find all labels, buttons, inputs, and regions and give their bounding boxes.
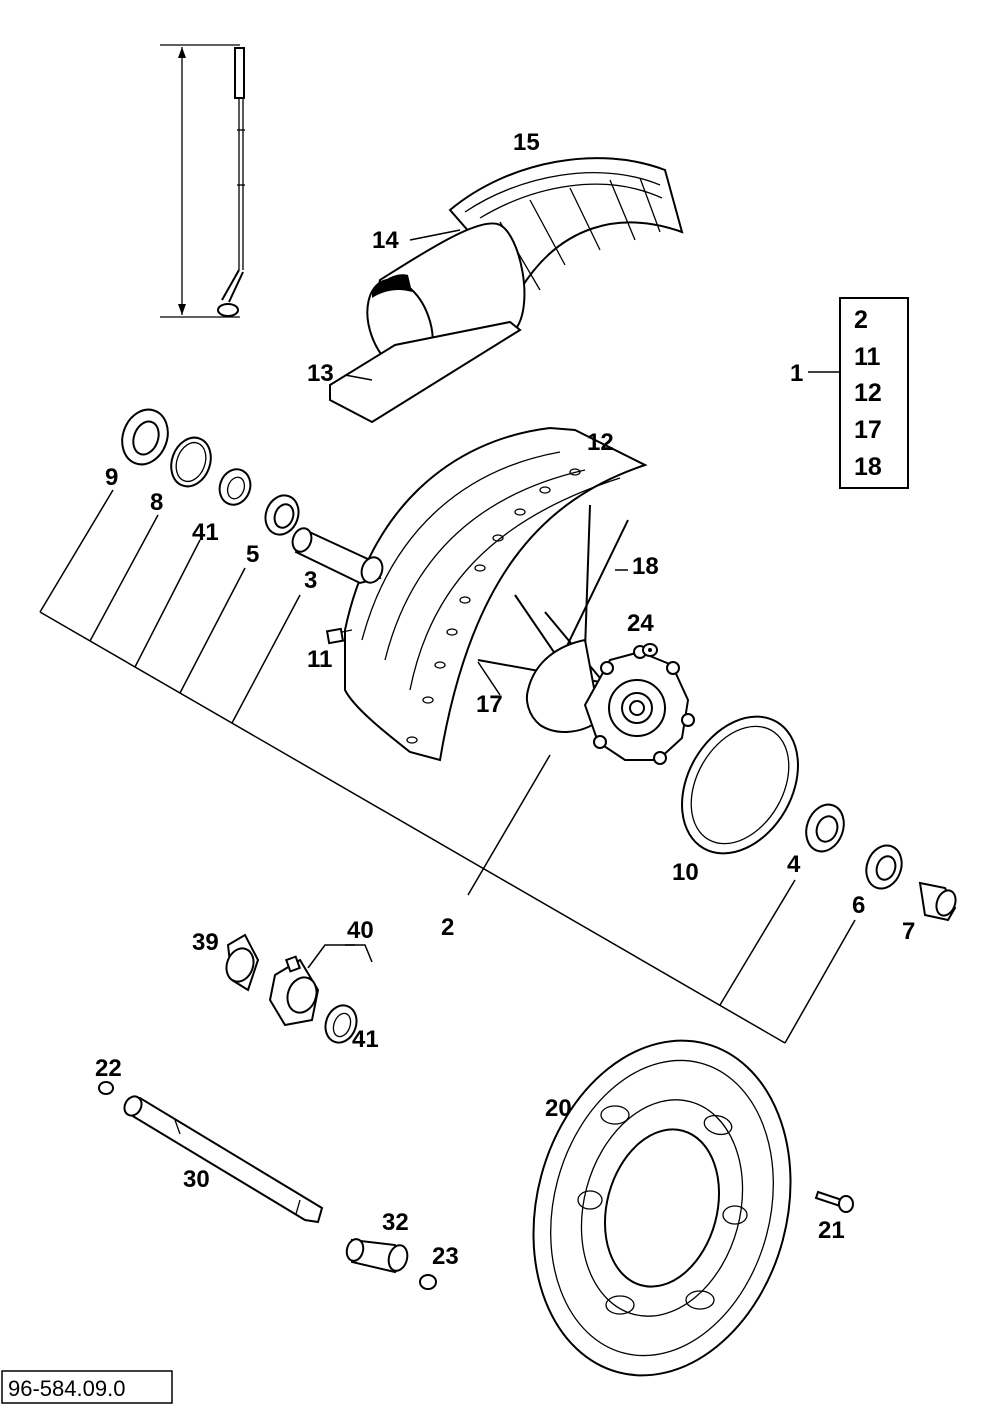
axle-part-30 bbox=[123, 1095, 324, 1224]
callout-41[interactable]: 41 bbox=[192, 519, 219, 546]
tone-wheel-part-10 bbox=[681, 715, 799, 855]
spacer-part-7 bbox=[918, 881, 957, 922]
callout-22[interactable]: 22 bbox=[95, 1055, 122, 1082]
rim-spoke-holes bbox=[406, 468, 581, 744]
leader-lines bbox=[39, 229, 856, 1044]
speedo-drive-part-40 bbox=[268, 955, 320, 1027]
callout-12[interactable]: 12 bbox=[587, 429, 614, 456]
circlip-part-41b bbox=[324, 1004, 358, 1044]
callout-4[interactable]: 4 bbox=[787, 851, 801, 878]
nut-part-22 bbox=[98, 1081, 114, 1095]
shaft-seal-part-9 bbox=[121, 408, 169, 466]
screw-part-21 bbox=[814, 1190, 854, 1213]
spoke-nipple-part-11 bbox=[325, 627, 353, 645]
callout-41b[interactable]: 41 bbox=[352, 1026, 379, 1053]
callout-21[interactable]: 21 bbox=[818, 1217, 845, 1244]
callout-3[interactable]: 3 bbox=[304, 567, 317, 594]
brake-disc-part-20 bbox=[532, 1039, 792, 1377]
bearing-part-4 bbox=[805, 803, 845, 853]
callout-20[interactable]: 20 bbox=[545, 1095, 572, 1122]
circlip-part-41 bbox=[218, 468, 252, 506]
callout-10[interactable]: 10 bbox=[672, 859, 699, 886]
o-ring-part-8 bbox=[170, 436, 212, 488]
rim-part-12 bbox=[344, 426, 648, 762]
hub-part-2 bbox=[525, 638, 695, 765]
assembly-box-item[interactable]: 12 bbox=[854, 379, 882, 407]
spacer-part-32 bbox=[345, 1238, 409, 1274]
assembly-box: 2 11 12 17 18 bbox=[839, 297, 909, 489]
spoke-length-gauge bbox=[160, 44, 245, 318]
callout-40[interactable]: 40 bbox=[347, 917, 374, 944]
shaft-seal-part-6 bbox=[865, 844, 903, 890]
assembly-box-item[interactable]: 17 bbox=[854, 416, 882, 444]
callout-30[interactable]: 30 bbox=[183, 1166, 210, 1193]
callout-8[interactable]: 8 bbox=[150, 489, 163, 516]
assembly-box-item[interactable]: 11 bbox=[854, 343, 881, 371]
callout-2[interactable]: 2 bbox=[441, 914, 454, 941]
doc-number: 96-584.09.0 bbox=[8, 1376, 125, 1401]
callout-9[interactable]: 9 bbox=[105, 464, 118, 491]
drive-part-39 bbox=[225, 933, 260, 992]
callout-6[interactable]: 6 bbox=[852, 892, 865, 919]
nut-part-23 bbox=[419, 1274, 437, 1290]
callout-17[interactable]: 17 bbox=[476, 691, 503, 718]
callout-5[interactable]: 5 bbox=[246, 541, 259, 568]
bearing-part-5 bbox=[264, 494, 300, 536]
callout-7[interactable]: 7 bbox=[902, 918, 915, 945]
assembly-box-item[interactable]: 18 bbox=[854, 453, 882, 481]
callout-1[interactable]: 1 bbox=[790, 360, 803, 387]
disc-carrier-cutouts bbox=[577, 1105, 748, 1315]
assembly-box-item[interactable]: 2 bbox=[854, 306, 868, 334]
doc-number-box: 96-584.09.0 bbox=[1, 1370, 173, 1404]
rim-tape-part-13 bbox=[329, 320, 522, 424]
spacer-tube-part-3 bbox=[291, 527, 384, 585]
callout-39[interactable]: 39 bbox=[192, 929, 219, 956]
callout-32[interactable]: 32 bbox=[382, 1209, 409, 1236]
callout-18[interactable]: 18 bbox=[632, 553, 659, 580]
callout-labels: 1 2 3 4 5 6 7 8 9 10 11 12 13 14 15 17 1… bbox=[95, 129, 915, 1270]
callout-14[interactable]: 14 bbox=[372, 227, 399, 254]
callout-15[interactable]: 15 bbox=[513, 129, 540, 156]
callout-13[interactable]: 13 bbox=[307, 360, 334, 387]
callout-23[interactable]: 23 bbox=[432, 1243, 459, 1270]
nipple-part-24 bbox=[642, 643, 658, 657]
callout-24[interactable]: 24 bbox=[627, 610, 654, 637]
callout-11[interactable]: 11 bbox=[307, 646, 332, 673]
